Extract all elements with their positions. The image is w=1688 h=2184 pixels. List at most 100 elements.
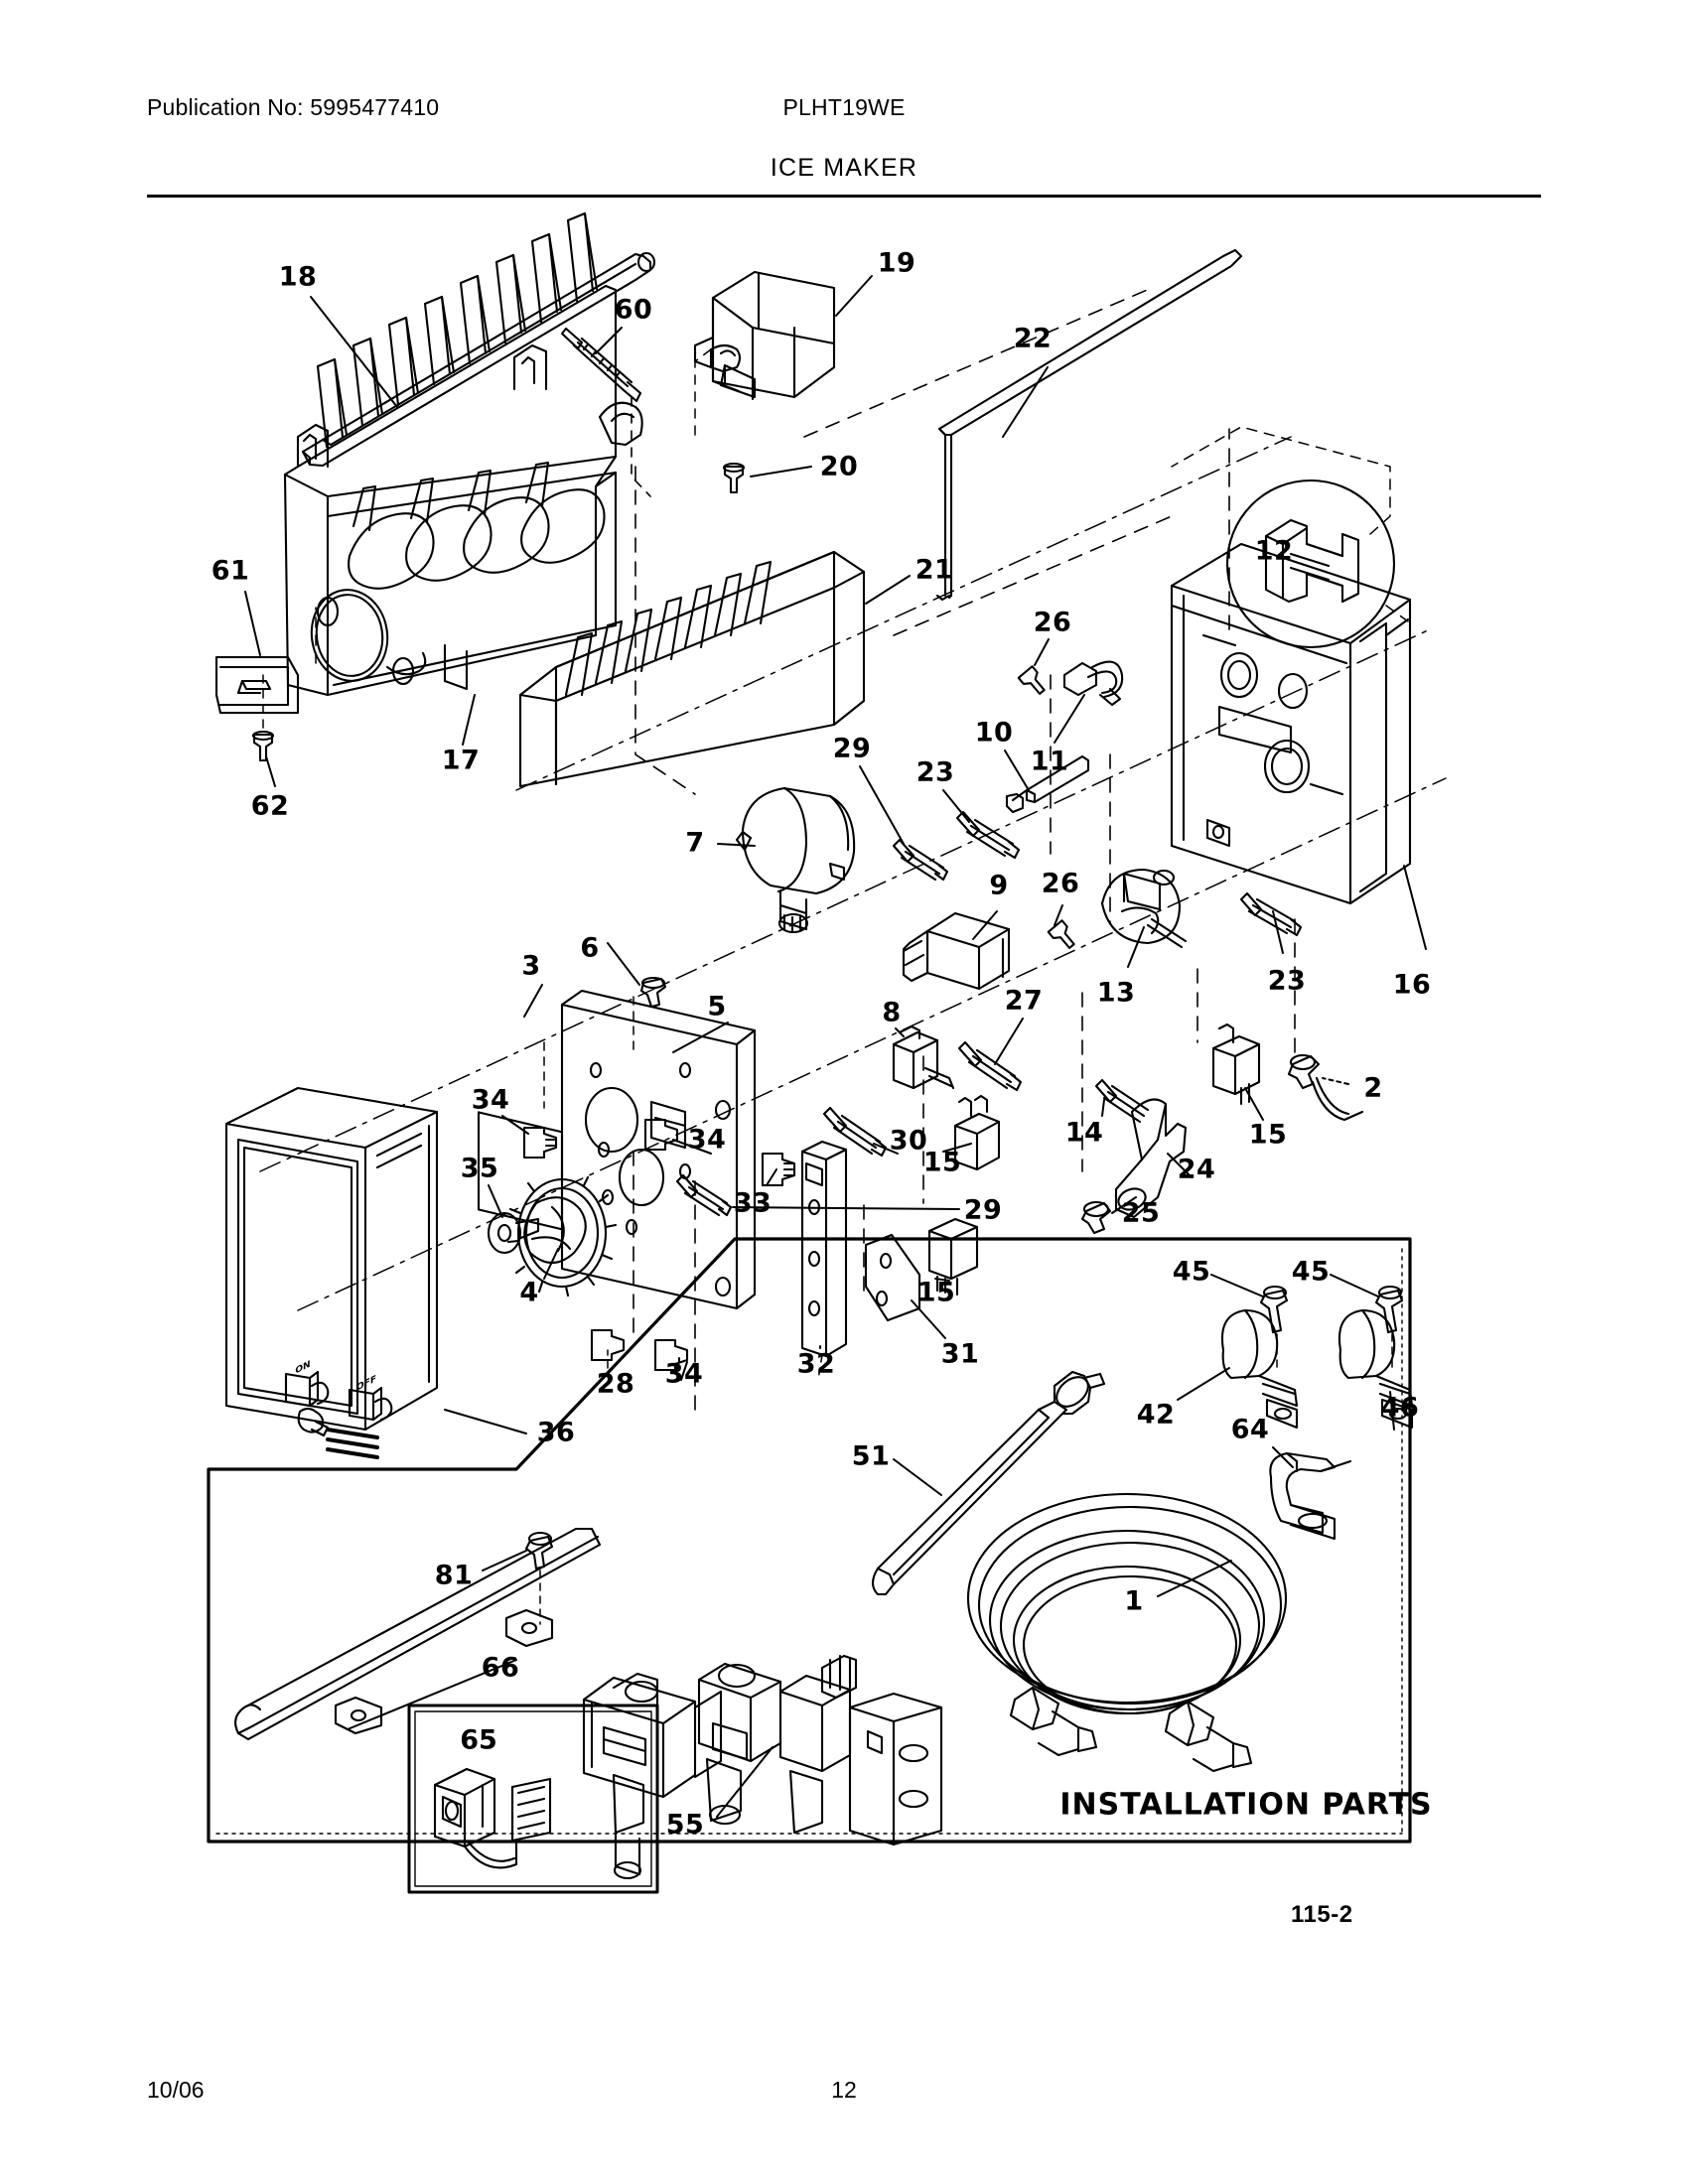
part-64-tube-clip (1269, 1451, 1352, 1541)
callout-22: 22 (1013, 323, 1053, 354)
icemaker-off-label: OFF (356, 1374, 376, 1394)
part-15-switch-b (953, 1094, 1001, 1171)
part-22-water-fill-tube (935, 248, 1243, 602)
icemaker-on-label: ON (295, 1359, 311, 1377)
callout-19: 19 (877, 247, 916, 279)
callout-15: 15 (1248, 1119, 1288, 1151)
callout-36: 36 (536, 1417, 576, 1448)
callout-34: 34 (687, 1124, 727, 1156)
part-23-screw-right (1239, 891, 1303, 937)
callout-3: 3 (521, 950, 541, 982)
part-36-hand-icon (297, 1407, 330, 1437)
callout-10: 10 (974, 717, 1014, 749)
footer-date: 10/06 (147, 2077, 205, 2103)
callout-62: 62 (250, 790, 290, 822)
callout-17: 17 (441, 745, 481, 776)
part-36-on-switch-decal (284, 1370, 330, 1408)
callout-26: 26 (1033, 607, 1072, 638)
part-19-housing-cover (693, 270, 836, 401)
part-16-icemaker-module (1170, 542, 1412, 905)
part-26-screw-upper (1017, 665, 1046, 695)
part-51-water-tube (871, 1370, 1106, 1596)
part-45-screw-right (1374, 1285, 1404, 1334)
callout-45: 45 (1291, 1256, 1331, 1288)
callout-42: 42 (1136, 1399, 1176, 1431)
part-12-wiring-connector (1225, 478, 1396, 649)
part-17-ice-mold (283, 284, 643, 697)
callout-60: 60 (614, 294, 653, 326)
part-18-ejector-blade (301, 211, 656, 468)
part-20-screw (722, 462, 746, 494)
part-29-screw (892, 838, 949, 882)
tube-clip-lower (334, 1696, 383, 1735)
callout-18: 18 (278, 261, 318, 293)
part-45-screw-left (1259, 1285, 1289, 1334)
part-32-mounting-rail (800, 1140, 848, 1358)
callout-27: 27 (1004, 985, 1044, 1017)
callout-46: 46 (1380, 1392, 1420, 1424)
part-2-screw-wire (1287, 1053, 1364, 1122)
part-29-screw-lower (675, 1173, 733, 1217)
callout-24: 24 (1177, 1154, 1216, 1185)
header-divider (147, 195, 1541, 198)
callout-16: 16 (1392, 969, 1432, 1001)
callout-14: 14 (1064, 1117, 1104, 1149)
callout-5: 5 (707, 991, 727, 1023)
callout-23: 23 (915, 756, 955, 788)
part-21-ice-stripper (518, 550, 866, 788)
part-65-wire-harness (433, 1767, 552, 1869)
page-title: ICE MAKER (770, 154, 918, 182)
part-7-drive-motor (735, 786, 856, 934)
callout-32: 32 (796, 1348, 836, 1380)
part-42-tube-clamp (1220, 1308, 1299, 1430)
callout-20: 20 (819, 451, 859, 482)
part-6-screw (639, 976, 667, 1009)
part-23-screw (955, 810, 1021, 860)
part-13-bail-arm-support (1100, 868, 1188, 949)
callout-30: 30 (889, 1125, 928, 1157)
part-25-screw (1080, 1200, 1112, 1235)
callout-2: 2 (1363, 1072, 1383, 1104)
part-65-inset-box (407, 1704, 659, 1894)
callout-15: 15 (922, 1147, 962, 1178)
part-66-tubing (234, 1527, 602, 1741)
callout-61: 61 (211, 555, 250, 587)
part-34-screw-mid (643, 1118, 679, 1152)
installation-parts-border (207, 1237, 1412, 1843)
callout-6: 6 (580, 932, 600, 964)
diagram-code: 115-2 (1291, 1901, 1353, 1928)
callout-29: 29 (963, 1194, 1003, 1226)
callout-25: 25 (1121, 1197, 1161, 1229)
callout-64: 64 (1230, 1414, 1270, 1445)
part-81-screw (524, 1531, 554, 1570)
callout-29: 29 (832, 733, 872, 764)
part-8-switch-upper (892, 1024, 955, 1090)
part-34-screw-left (522, 1126, 558, 1160)
part-36-ice-text-lines (326, 1428, 379, 1459)
callout-7: 7 (685, 827, 705, 859)
inset-label-65: 65 (460, 1724, 497, 1756)
callout-1: 1 (1124, 1585, 1144, 1617)
part-36-ice-container (224, 1086, 439, 1432)
part-9-solenoid (902, 911, 1011, 991)
callout-66: 66 (481, 1652, 520, 1684)
part-31-lever-bracket (864, 1233, 921, 1322)
callout-4: 4 (519, 1277, 539, 1308)
callout-33: 33 (733, 1187, 773, 1219)
callout-35: 35 (460, 1153, 499, 1184)
callout-23: 23 (1267, 965, 1307, 997)
part-62-screw (251, 730, 275, 762)
callout-28: 28 (596, 1368, 635, 1400)
callout-21: 21 (914, 554, 954, 586)
part-26-screw-lower (1047, 919, 1075, 949)
callout-13: 13 (1096, 977, 1136, 1009)
part-11-wire-clip (1062, 660, 1124, 707)
callout-11: 11 (1030, 746, 1069, 777)
part-60-screw (560, 327, 642, 403)
callout-9: 9 (989, 870, 1009, 901)
part-15-switch-c (1211, 1023, 1261, 1106)
part-27-screw (957, 1040, 1023, 1092)
callout-45: 45 (1172, 1256, 1211, 1288)
tube-clip-upper (504, 1608, 554, 1648)
callout-31: 31 (940, 1338, 980, 1370)
